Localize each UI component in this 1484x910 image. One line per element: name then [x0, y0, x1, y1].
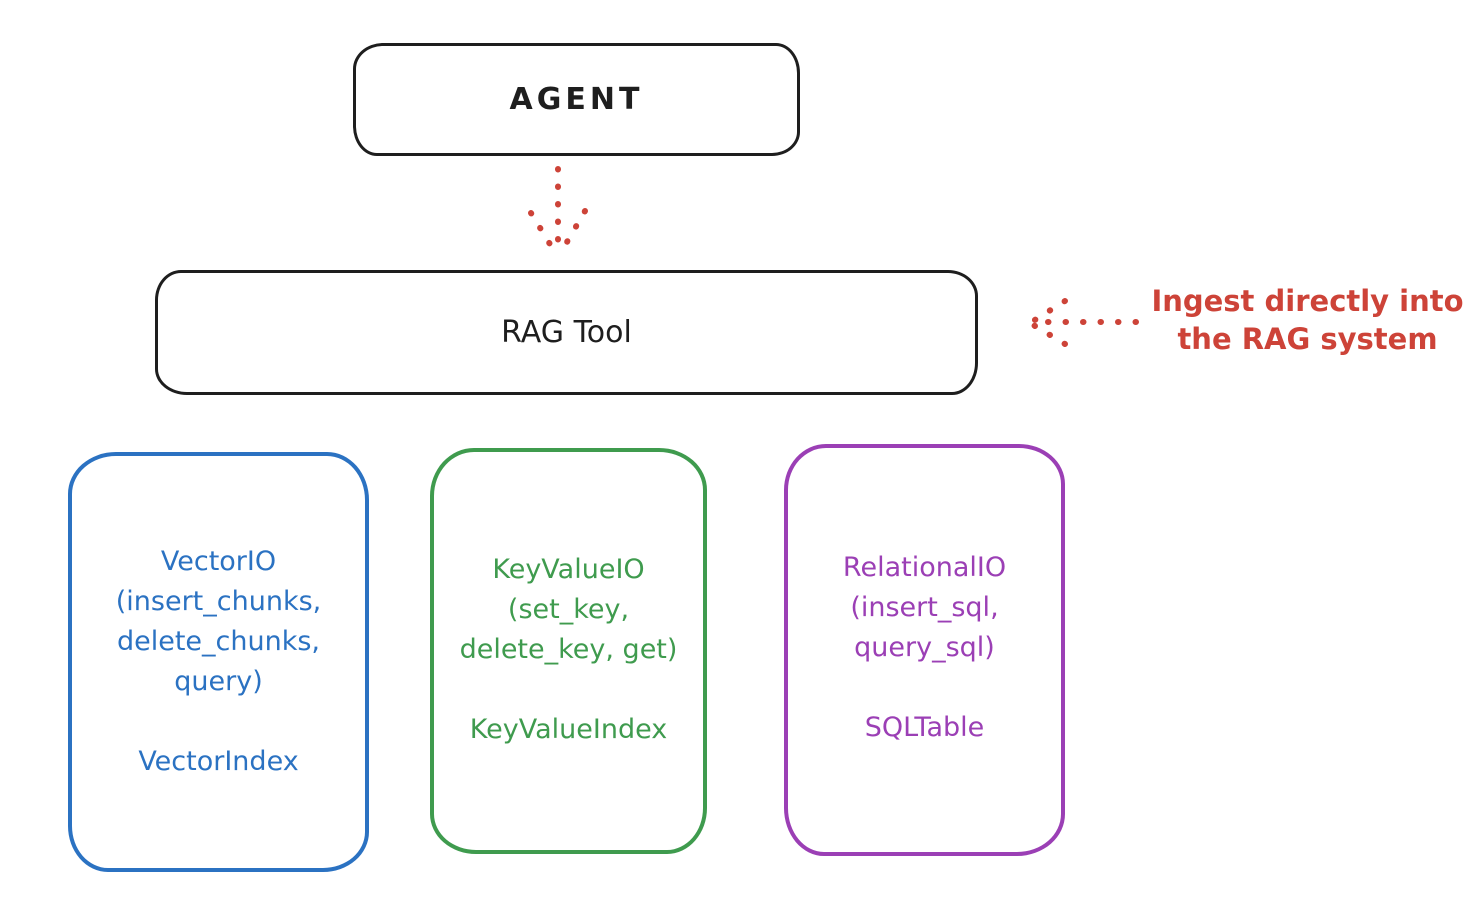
vector-io-line: VectorIO: [160, 546, 277, 577]
vector-index-label: VectorIndex: [138, 746, 299, 777]
keyvalue-io-line: KeyValueIO: [492, 554, 645, 585]
vector-io-line: query): [174, 666, 263, 697]
arrow-agent-to-rag-icon: [528, 166, 588, 257]
keyvalue-io-line: delete_key, get): [459, 634, 678, 665]
ingest-annotation-line1: Ingest directly into: [1151, 284, 1464, 318]
vector-io-line: (insert_chunks,: [115, 586, 322, 617]
rag-tool-label: RAG Tool: [501, 315, 632, 350]
relational-io-line: (insert_sql,: [850, 592, 999, 623]
rag-tool-node: RAG Tool: [155, 270, 978, 395]
ingest-annotation-line2: the RAG system: [1177, 322, 1438, 356]
keyvalue-index-label: KeyValueIndex: [469, 714, 668, 745]
relational-io-line: query_sql): [854, 632, 995, 663]
agent-node: AGENT: [353, 43, 800, 156]
keyvalue-io-node: KeyValueIO (set_key, delete_key, get) Ke…: [430, 448, 707, 854]
vector-io-line: delete_chunks,: [116, 626, 321, 657]
keyvalue-io-line: (set_key,: [507, 594, 630, 625]
arrow-ingest-to-rag-icon: [1027, 298, 1139, 347]
sqltable-label: SQLTable: [864, 712, 985, 743]
relational-io-line: RelationalIO: [842, 552, 1007, 583]
relational-io-node: RelationalIO (insert_sql, query_sql) SQL…: [784, 444, 1065, 856]
ingest-annotation: Ingest directly into the RAG system: [1140, 282, 1475, 358]
vector-io-node: VectorIO (insert_chunks, delete_chunks, …: [68, 452, 369, 872]
agent-label: AGENT: [509, 82, 644, 117]
